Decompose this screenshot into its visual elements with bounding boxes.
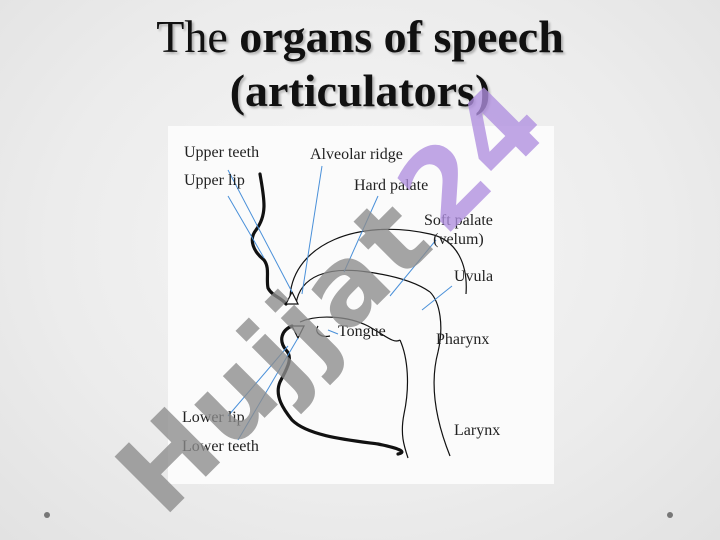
pharynx-wall <box>429 291 451 457</box>
articulators-diagram: Upper teeth Upper lip Alveolar ridge Har… <box>168 126 554 484</box>
label-larynx: Larynx <box>454 422 501 439</box>
title-bold-line2: (articulators) <box>229 65 491 116</box>
title-bold-line1: organs of speech <box>239 11 564 62</box>
label-uvula: Uvula <box>454 268 494 285</box>
label-soft-palate-line2: (velum) <box>433 231 484 248</box>
nav-dot-right[interactable] <box>667 512 673 518</box>
nav-dot-left[interactable] <box>44 512 50 518</box>
palate-line <box>289 228 467 297</box>
label-lower-lip: Lower lip <box>182 409 245 426</box>
vocal-tract-drawing <box>227 165 467 459</box>
label-tongue: Tongue <box>338 323 386 340</box>
lower-teeth-shape <box>291 325 305 340</box>
label-soft-palate-line1: Soft palate <box>424 212 493 229</box>
upper-teeth-shape <box>285 290 299 305</box>
label-pharynx: Pharynx <box>436 331 490 348</box>
inner-palate-line <box>295 269 431 305</box>
title-plain: The <box>156 11 240 62</box>
label-lower-teeth: Lower teeth <box>182 438 259 455</box>
slide-title: The organs of speech (articulators) <box>0 10 720 118</box>
label-upper-lip: Upper lip <box>184 172 245 189</box>
face-profile-lower <box>276 324 404 456</box>
label-alveolar-ridge: Alveolar ridge <box>310 146 403 163</box>
label-soft-palate: Soft palate (velum) <box>424 211 493 249</box>
label-hard-palate: Hard palate <box>354 177 429 194</box>
tongue-shape <box>299 316 401 342</box>
face-profile-upper <box>250 172 288 306</box>
tongue-tip <box>316 325 331 337</box>
pharynx-wall-front <box>399 339 409 459</box>
label-upper-teeth: Upper teeth <box>184 144 260 161</box>
